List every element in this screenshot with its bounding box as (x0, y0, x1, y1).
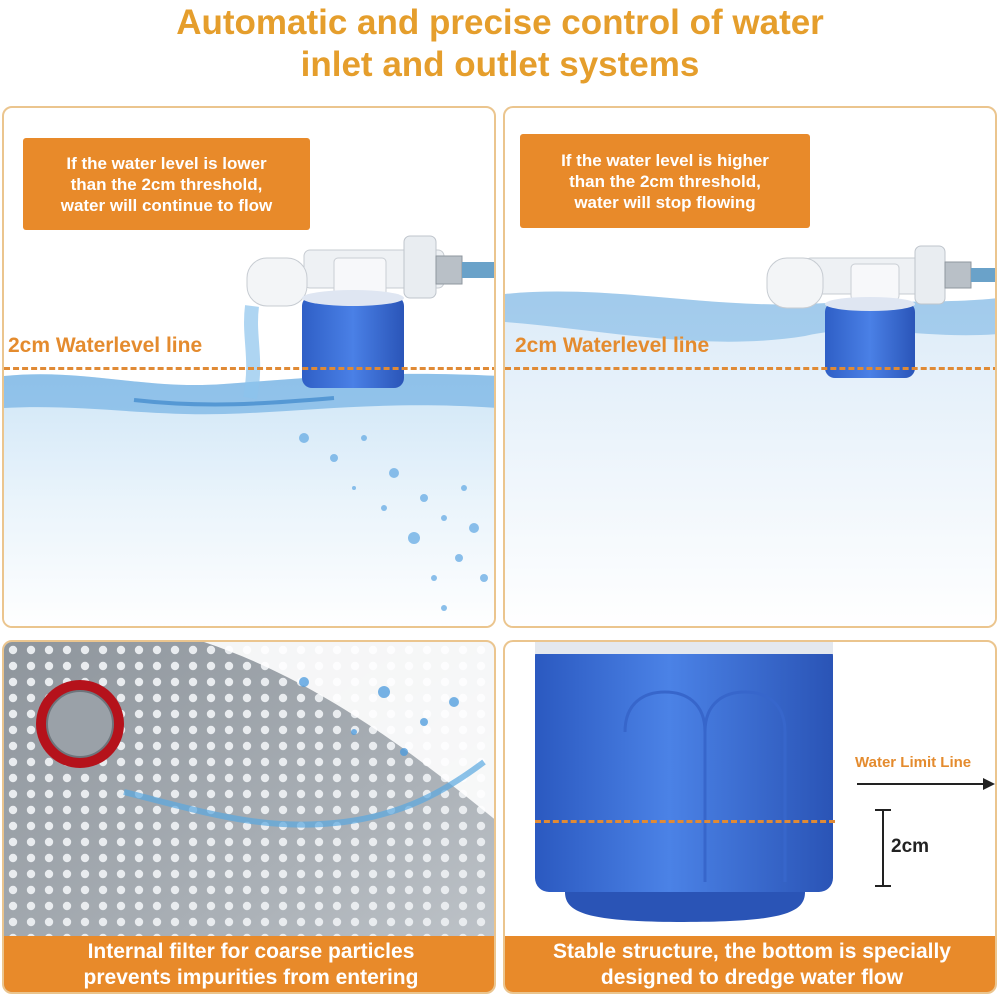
float-limit-line (535, 820, 835, 823)
panel-low-illustration (4, 235, 494, 626)
panel-water-high: If the water level is higher than the 2c… (503, 106, 997, 628)
high-level-callout: If the water level is higher than the 2c… (520, 134, 810, 228)
panel-high-illustration (505, 245, 995, 626)
high-callout-line-1: If the water level is higher (561, 150, 769, 170)
high-waterlevel-line (505, 367, 995, 370)
low-waterlevel-line (4, 367, 494, 370)
high-waterlevel-label: 2cm Waterlevel line (515, 334, 710, 357)
filter-illustration (4, 642, 494, 992)
low-callout-line-3: water will continue to flow (60, 195, 273, 215)
title-line-1: Automatic and precise control of water (176, 3, 824, 42)
water-limit-label: Water Limit Line (855, 754, 972, 771)
float-illustration (535, 642, 995, 922)
float-caption: Stable structure, the bottom is speciall… (505, 936, 995, 992)
high-callout-line-2: than the 2cm threshold, (569, 171, 761, 191)
panel-filter: Internal filter for coarse particles pre… (2, 640, 496, 994)
filter-caption: Internal filter for coarse particles pre… (4, 936, 494, 992)
low-callout-line-1: If the water level is lower (66, 153, 267, 173)
low-waterlevel-label: 2cm Waterlevel line (8, 334, 203, 357)
panel-water-low: If the water level is lower than the 2cm… (2, 106, 496, 628)
title-line-2: inlet and outlet systems (300, 45, 700, 84)
measure-2cm-label: 2cm (891, 836, 930, 857)
filter-caption-line-2: prevents impurities from entering (83, 966, 419, 989)
low-callout-line-2: than the 2cm threshold, (70, 174, 263, 194)
float-caption-line-1: Stable structure, the bottom is speciall… (553, 940, 951, 963)
low-level-callout: If the water level is lower than the 2cm… (23, 138, 310, 230)
high-callout-line-3: water will stop flowing (574, 192, 756, 212)
float-caption-line-2: designed to dredge water flow (600, 966, 904, 989)
filter-caption-line-1: Internal filter for coarse particles (87, 940, 415, 963)
panel-float: Water Limit Line 2cm Stable structure, t… (503, 640, 997, 994)
